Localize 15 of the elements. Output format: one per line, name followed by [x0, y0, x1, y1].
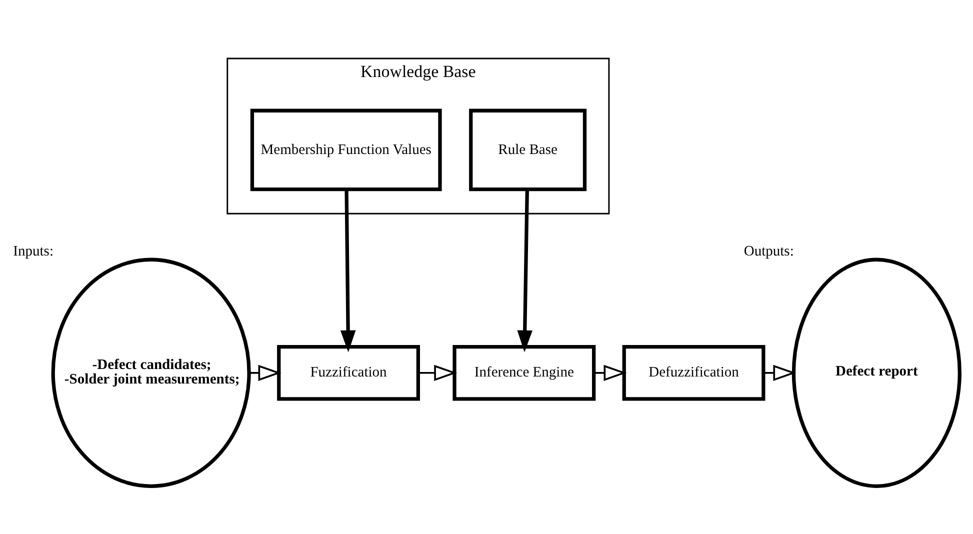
- node-box: Membership Function Values: [250, 108, 442, 191]
- node-box: Fuzzification: [277, 344, 420, 400]
- arrow: [517, 189, 532, 352]
- node-box: Rule Base: [469, 108, 587, 191]
- node-ellipse: -Defect candidates; -Solder joint measurements;: [51, 257, 251, 488]
- node-label: Outputs:: [744, 243, 794, 260]
- arrow: [763, 364, 796, 380]
- arrow: [594, 364, 627, 380]
- node-box: Inference Engine: [452, 344, 596, 400]
- node-ellipse: Defect report: [792, 257, 962, 488]
- arrow: [249, 364, 282, 380]
- node-box: Defuzzification: [622, 344, 766, 400]
- arrow: [418, 364, 458, 380]
- node-label: Inputs:: [13, 243, 54, 260]
- arrow: [340, 189, 356, 352]
